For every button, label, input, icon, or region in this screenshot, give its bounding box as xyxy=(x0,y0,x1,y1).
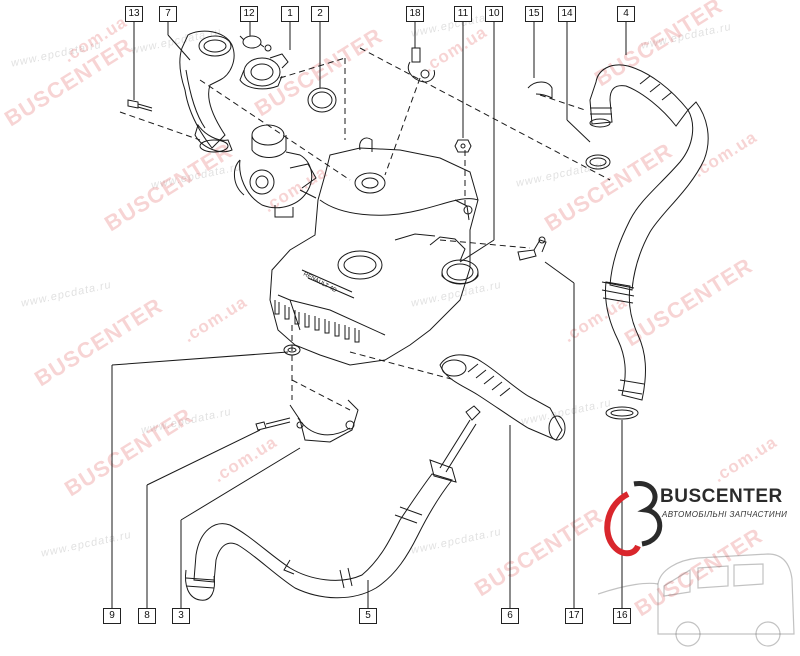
leader-lines-top xyxy=(133,22,627,263)
callout-7: 7 xyxy=(159,6,177,22)
callout-17: 17 xyxy=(565,608,583,624)
part-15-clip xyxy=(527,81,553,99)
part-7-intake-elbow xyxy=(179,30,235,153)
part-16-clamp xyxy=(605,406,639,420)
callout-10: 10 xyxy=(485,6,503,22)
assembly-lines xyxy=(119,47,611,411)
callout-4: 4 xyxy=(617,6,635,22)
part-17-sensor xyxy=(517,236,547,261)
callout-15: 15 xyxy=(525,6,543,22)
part-3-bracket xyxy=(289,399,359,443)
part-12-clamp xyxy=(239,35,272,52)
callout-9: 9 xyxy=(103,608,121,624)
callout-5: 5 xyxy=(359,608,377,624)
part-8-bolt xyxy=(255,417,291,431)
van-silhouette xyxy=(598,553,795,647)
leader-lines-bottom xyxy=(111,261,623,608)
part-9-seal xyxy=(283,344,301,356)
callout-16: 16 xyxy=(613,608,631,624)
callout-2: 2 xyxy=(311,6,329,22)
logo-title: BUSCENTER xyxy=(660,486,783,507)
logo-c-mark xyxy=(604,491,641,557)
part-1-connector xyxy=(239,53,289,90)
callout-8: 8 xyxy=(138,608,156,624)
turbocharger xyxy=(234,124,317,218)
part-2-o-ring xyxy=(307,87,337,113)
part-5-hose xyxy=(185,405,481,601)
callout-13: 13 xyxy=(125,6,143,22)
part-6-intake-duct xyxy=(439,354,566,441)
callout-12: 12 xyxy=(240,6,258,22)
part-14-o-ring xyxy=(585,154,611,170)
buscenter-logo xyxy=(598,481,795,647)
callout-1: 1 xyxy=(281,6,299,22)
logo-subtitle: АВТОМОБІЛЬНІ ЗАПЧАСТИНИ xyxy=(662,510,788,519)
callout-18: 18 xyxy=(406,6,424,22)
part-4-hose xyxy=(589,64,709,401)
callout-3: 3 xyxy=(172,608,190,624)
part-11-nut xyxy=(454,139,472,153)
callout-6: 6 xyxy=(501,608,519,624)
part-10-gasket-ring xyxy=(441,259,479,285)
part-18-bracket xyxy=(407,47,435,83)
callout-11: 11 xyxy=(454,6,472,22)
intake-manifold xyxy=(269,137,479,366)
callout-14: 14 xyxy=(558,6,576,22)
logo-b-mark xyxy=(633,481,663,547)
part-13-bolt xyxy=(127,99,153,112)
